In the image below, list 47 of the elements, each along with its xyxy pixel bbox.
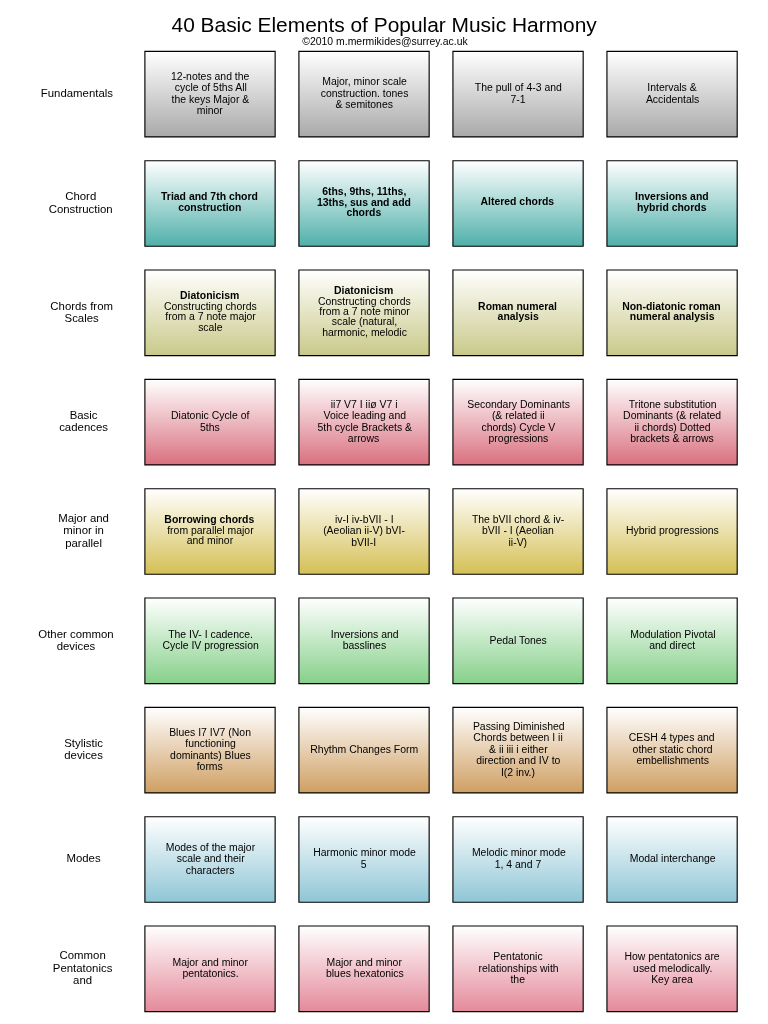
node-box: Diatonicism Constructing chords from a 7 note minor scale (natural, harmonic, melodic (298, 269, 430, 357)
caption: ©2010 m.mermikides@surrey.ac.uk (302, 35, 468, 47)
node-box: Intervals & Accidentals (606, 50, 738, 138)
label: Major and minor in parallel (58, 512, 109, 549)
label: Fundamentals (40, 87, 114, 100)
node-box: Pentatonic relationships with the (452, 925, 584, 1013)
node-box: Non-diatonic roman numeral analysis (606, 269, 738, 357)
node-box: iv-I iv-bVII - I (Aeolian ii-V) bVI-bVII-I (298, 488, 430, 575)
node-box: Altered chords (452, 160, 584, 247)
node-box: Melodic minor mode 1, 4 and 7 (452, 816, 584, 903)
node-box: Passing Diminished Chords between I ii & ii iii i either direction and IV to I(2 inv.) (452, 706, 584, 794)
node-box: Inversions and basslines (298, 597, 430, 685)
node-box: Diatonic Cycle of 5ths (144, 378, 276, 466)
label: Stylistic devices (64, 736, 103, 762)
label: Other common devices (38, 627, 114, 652)
node-box: Major and minor blues hexatonics (298, 925, 430, 1013)
label: Common Pentatonics and (52, 949, 113, 987)
node-box: How pentatonics are used melodically. Key area (606, 925, 738, 1013)
label: Modes (66, 852, 101, 865)
node-box: Secondary Dominants (& related ii chords) Cycle V progressions (452, 378, 584, 466)
node-box: CESH 4 types and other static chord embellishments (606, 706, 738, 794)
node-box: Hybrid progressions (606, 488, 738, 575)
node-box: Diatonicism Constructing chords from a 7 note major scale (144, 269, 276, 357)
node-box: Harmonic minor mode 5 (298, 816, 430, 903)
node-box: Tritone substitution Dominants (& related ii chords) Dotted brackets & arrows (606, 378, 738, 466)
node-box: Inversions and hybrid chords (606, 160, 738, 247)
node-box: Roman numeral analysis (452, 269, 584, 357)
node-box: Major and minor pentatonics. (144, 925, 276, 1013)
node-box: The IV- I cadence. Cycle IV progression (144, 597, 276, 685)
node-box: Modulation Pivotal and direct (606, 597, 738, 685)
node-box: The bVII chord & iv-bVII - I (Aeolian ii-V) (452, 488, 584, 575)
node-box: 12-notes and the cycle of 5ths All the keys Major & minor (144, 50, 276, 138)
label: Chord Construction (48, 190, 113, 215)
node-box: Rhythm Changes Form (298, 706, 430, 794)
diagram-title: 40 Basic Elements of Popular Music Harmony (171, 12, 597, 36)
node-box: Borrowing chords from parallel major and minor (144, 488, 276, 575)
node-box: Blues I7 IV7 (Non functioning dominants) Blues forms (144, 706, 276, 794)
node-box: Pedal Tones (452, 597, 584, 685)
label: Basic cadences (59, 408, 108, 434)
node-box: Modal interchange (606, 816, 738, 903)
node-box: Major, minor scale construction. tones & semitones (298, 50, 430, 138)
node-box: Triad and 7th chord construction (144, 160, 276, 247)
label: Chords from Scales (50, 299, 113, 324)
node-box: 6ths, 9ths, 11ths, 13ths, sus and add chords (298, 160, 430, 247)
node-box: Modes of the major scale and their characters (144, 816, 276, 903)
node-box: ii7 V7 I iiø V7 i Voice leading and 5th cycle Brackets & arrows (298, 378, 430, 466)
node-box: The pull of 4-3 and 7-1 (452, 50, 584, 138)
